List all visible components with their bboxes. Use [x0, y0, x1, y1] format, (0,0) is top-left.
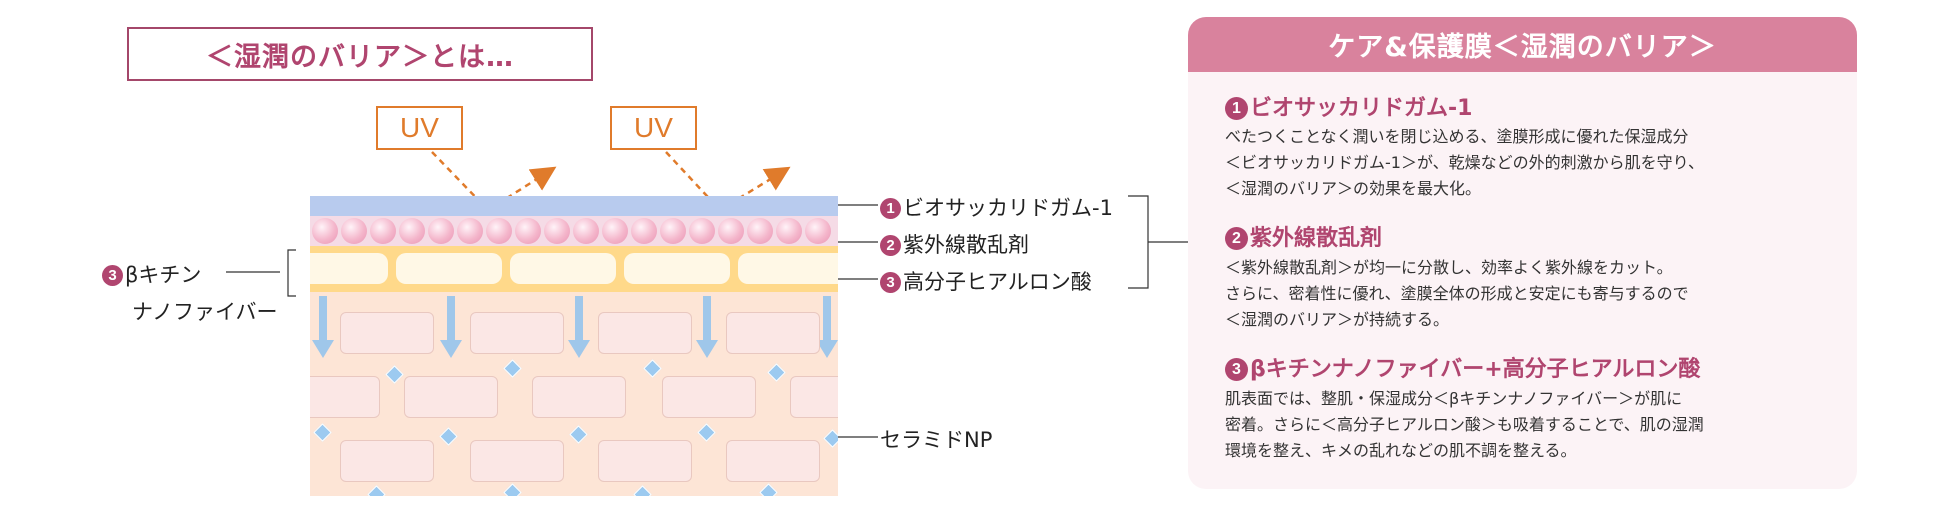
panel-header: ケア&保護膜＜湿潤のバリア＞ [1188, 17, 1857, 72]
section-body-2: ＜紫外線散乱剤＞が均一に分散し、効率よく紫外線をカット。 さらに、密着性に優れ、… [1225, 255, 1835, 333]
number-badge: 1 [880, 198, 901, 219]
scatter-bead [544, 218, 570, 244]
skin-cell [662, 376, 756, 418]
penetration-arrow [816, 296, 838, 358]
body-line: ＜ビオサッカリドガム-1＞が、乾燥などの外的刺激から肌を守り、 [1225, 153, 1704, 172]
skin-cell [340, 440, 434, 482]
body-line: 密着。さらに＜高分子ヒアルロン酸＞も吸着することで、肌の湿潤 [1225, 415, 1704, 434]
number-badge: 2 [1225, 227, 1248, 250]
number-badge: 3 [880, 272, 901, 293]
skin-cell [404, 376, 498, 418]
scatter-bead [428, 218, 454, 244]
skin-cell [598, 312, 692, 354]
scatter-bead [747, 218, 773, 244]
number-badge: 3 [1225, 358, 1248, 381]
scatter-bead [486, 218, 512, 244]
scatter-bead [718, 218, 744, 244]
section-title-text: 紫外線散乱剤 [1250, 226, 1383, 251]
body-line: ＜湿潤のバリア＞が持続する。 [1225, 310, 1450, 329]
skin-cell [726, 440, 820, 482]
scatter-bead [631, 218, 657, 244]
scatter-bead [399, 218, 425, 244]
scatter-bead [689, 218, 715, 244]
scatter-bead [776, 218, 802, 244]
penetration-arrow [568, 296, 590, 358]
section-body-1: べたつくことなく潤いを閉じ込める、塗膜形成に優れた保湿成分 ＜ビオサッカリドガム… [1225, 124, 1835, 202]
number-badge: 3 [102, 265, 123, 286]
section-body-3: 肌表面では、整肌・保湿成分＜βキチンナノファイバー＞が肌に 密着。さらに＜高分子… [1225, 386, 1835, 464]
penetration-arrow [696, 296, 718, 358]
number-badge: 2 [880, 235, 901, 256]
penetration-arrow [312, 296, 334, 358]
diagram-title: ＜湿潤のバリア＞とは… [127, 27, 593, 81]
scatter-bead [515, 218, 541, 244]
skin-cell [532, 376, 626, 418]
section-title-text: βキチンナノファイバー+高分子ヒアルロン酸 [1250, 357, 1701, 382]
scatter-bead [457, 218, 483, 244]
scatter-bead [573, 218, 599, 244]
biosaccharide-layer [310, 196, 838, 216]
fiber-cell [510, 253, 616, 284]
skin-cross-section [310, 196, 838, 496]
scatter-bead [341, 218, 367, 244]
skin-cell [726, 312, 820, 354]
body-line: べたつくことなく潤いを閉じ込める、塗膜形成に優れた保湿成分 [1225, 127, 1689, 146]
skin-cell [470, 312, 564, 354]
skin-cell [598, 440, 692, 482]
skin-cell [310, 376, 380, 418]
fiber-cell [396, 253, 502, 284]
chitin-label-line1: βキチン [125, 263, 202, 287]
fiber-cell [738, 253, 838, 284]
skin-cell [790, 376, 838, 418]
penetration-arrow [440, 296, 462, 358]
bracket-right [1128, 195, 1149, 289]
body-line: 環境を整え、キメの乱れなどの肌不調を整える。 [1225, 441, 1577, 460]
ceramide-label: セラミドNP [880, 428, 993, 452]
scatter-bead [370, 218, 396, 244]
scatter-bead [660, 218, 686, 244]
uv-label-left: UV [376, 106, 463, 150]
body-line: さらに、密着性に優れ、塗膜全体の形成と安定にも寄与するので [1225, 284, 1689, 303]
fiber-cell [310, 253, 388, 284]
scatter-bead [805, 218, 831, 244]
number-badge: 1 [1225, 97, 1248, 120]
scatter-bead [602, 218, 628, 244]
uv-label-right: UV [610, 106, 697, 150]
skin-cell [470, 440, 564, 482]
fiber-cell [624, 253, 730, 284]
bracket-left [287, 249, 296, 297]
body-line: ＜紫外線散乱剤＞が均一に分散し、効率よく紫外線をカット。 [1225, 258, 1673, 277]
layer-label-text: 高分子ヒアルロン酸 [903, 270, 1092, 294]
chitin-label-line2: ナノファイバー [132, 300, 278, 324]
scatter-bead [312, 218, 338, 244]
body-line: 肌表面では、整肌・保湿成分＜βキチンナノファイバー＞が肌に [1225, 389, 1683, 408]
layer-label-text: 紫外線散乱剤 [903, 233, 1029, 257]
skin-cell [340, 312, 434, 354]
section-title-text: ビオサッカリドガム-1 [1250, 96, 1473, 121]
layer-label-text: ビオサッカリドガム-1 [903, 196, 1113, 220]
body-line: ＜湿潤のバリア＞の効果を最大化。 [1225, 179, 1482, 198]
